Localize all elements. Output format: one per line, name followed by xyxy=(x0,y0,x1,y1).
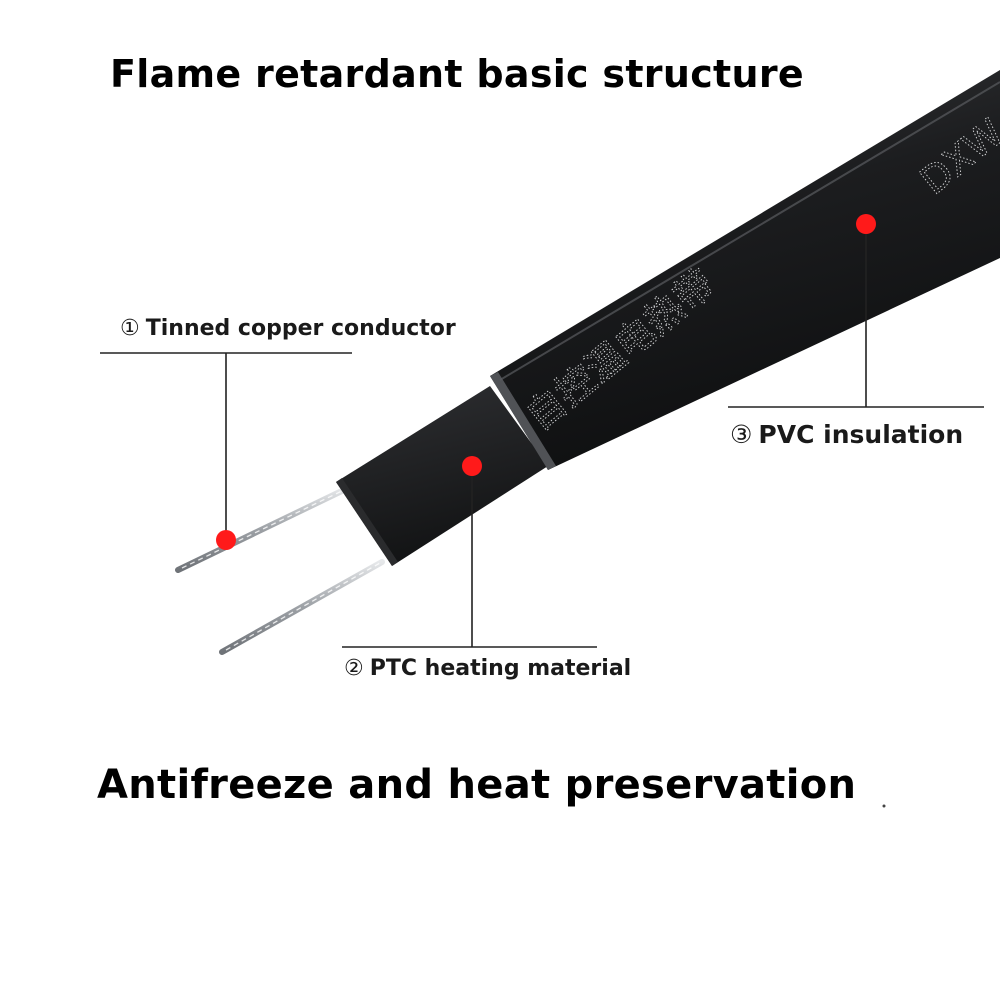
callout-text: Tinned copper conductor xyxy=(145,316,456,341)
marker-ptc-heating xyxy=(462,456,482,476)
lower-wire xyxy=(219,559,385,655)
upper-wire-strand xyxy=(181,488,347,569)
lower-wire-strand xyxy=(225,562,381,651)
marker-copper-conductor xyxy=(216,530,236,550)
callout-number: ③ xyxy=(730,420,753,449)
callout-text: PTC heating material xyxy=(369,656,632,681)
bottom-title: Antifreeze and heat preservation xyxy=(97,762,857,808)
callout-text: PVC insulation xyxy=(758,420,964,449)
callout-number: ① xyxy=(120,316,140,341)
copper-wires xyxy=(175,485,385,655)
ptc-core xyxy=(336,386,548,566)
pvc-jacket-edge xyxy=(490,372,556,470)
ptc-core-end-face xyxy=(336,478,398,566)
page-title: Flame retardant basic structure xyxy=(110,52,804,96)
callout-number: ② xyxy=(344,656,364,681)
speck xyxy=(882,804,886,808)
pvc-jacket-highlight xyxy=(499,81,1000,381)
leader-lines xyxy=(100,224,984,648)
marker-pvc-insulation xyxy=(856,214,876,234)
pvc-jacket xyxy=(490,70,1000,470)
upper-wire xyxy=(175,485,351,573)
